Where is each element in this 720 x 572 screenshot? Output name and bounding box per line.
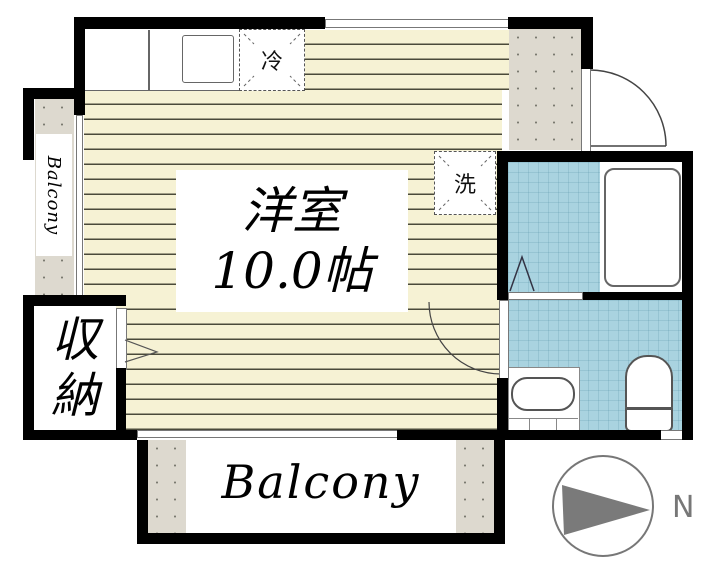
toilet-icon xyxy=(625,355,673,409)
wall-balcony-bottom xyxy=(137,533,505,544)
fridge-space: 冷 xyxy=(239,29,305,91)
room-type-label: 洋室 xyxy=(242,182,342,240)
wall-entrance-right xyxy=(581,17,593,69)
wall-storage-bottom xyxy=(23,430,137,440)
storage-label-box: 収 納 xyxy=(34,306,116,430)
entrance-floor xyxy=(509,29,581,150)
left-balcony-label: Balcony xyxy=(43,155,65,235)
bottom-balcony-floor-right xyxy=(456,440,494,534)
washer-space: 洗 xyxy=(434,151,496,215)
bath-door[interactable] xyxy=(499,300,509,380)
main-room-floor xyxy=(125,295,502,430)
compass-icon xyxy=(552,455,654,557)
washer-cross-icon xyxy=(438,155,492,211)
sink-icon xyxy=(182,35,234,83)
shower-door-icon xyxy=(509,254,535,292)
bottom-balcony-window[interactable] xyxy=(137,430,399,438)
vanity-legs xyxy=(508,418,578,431)
room-size-label: 10.0帖 xyxy=(211,242,373,300)
bottom-balcony-floor-left xyxy=(148,440,186,534)
storage-room xyxy=(34,306,116,430)
fridge-label: 冷 xyxy=(260,50,283,75)
wall-storage-top xyxy=(23,295,126,306)
wall-balcony-top xyxy=(23,88,85,99)
storage-door-swing-icon xyxy=(124,339,159,363)
shower-room-floor xyxy=(508,162,600,295)
wall-top-left xyxy=(74,17,325,29)
wall-bath-left-lower xyxy=(497,378,508,440)
wall-left xyxy=(23,295,34,440)
bottom-balcony-label: Balcony xyxy=(221,455,421,509)
left-balcony-label-box: Balcony xyxy=(36,134,72,256)
main-room-label: 洋室 10.0帖 xyxy=(176,170,408,312)
bath-divider-door[interactable] xyxy=(508,292,583,300)
bathtub-icon xyxy=(604,168,681,287)
washer-label: 洗 xyxy=(453,173,476,198)
top-window[interactable] xyxy=(325,19,510,28)
bath-door-swing-icon xyxy=(428,301,502,375)
storage-label-line2: 納 xyxy=(50,368,99,424)
wall-bottom-right xyxy=(397,430,661,440)
bottom-balcony-label-box: Balcony xyxy=(188,444,454,520)
sink-basin-icon xyxy=(511,377,575,411)
toilet-tank-icon xyxy=(625,408,673,432)
left-balcony-window[interactable] xyxy=(76,115,83,297)
storage-label-line1: 収 xyxy=(50,312,99,368)
wall-bath-left-upper xyxy=(497,151,508,300)
wall-balcony-bottom-right xyxy=(494,430,505,544)
entrance-door-swing-icon xyxy=(589,69,667,147)
wall-top-right xyxy=(508,17,593,29)
wall-balcony-left xyxy=(23,88,34,160)
wall-bath-divider xyxy=(583,292,693,300)
wall-storage-right xyxy=(116,368,126,440)
counter-divider xyxy=(148,30,150,90)
wall-balcony-bottom-left xyxy=(137,440,148,544)
wall-bath-top xyxy=(497,151,693,162)
wall-kitchen-left xyxy=(74,17,85,115)
wall-bath-bottom xyxy=(661,430,693,440)
compass-north-label: N xyxy=(672,490,695,525)
fridge-cross-icon xyxy=(243,33,301,87)
entrance-door[interactable] xyxy=(581,68,591,152)
